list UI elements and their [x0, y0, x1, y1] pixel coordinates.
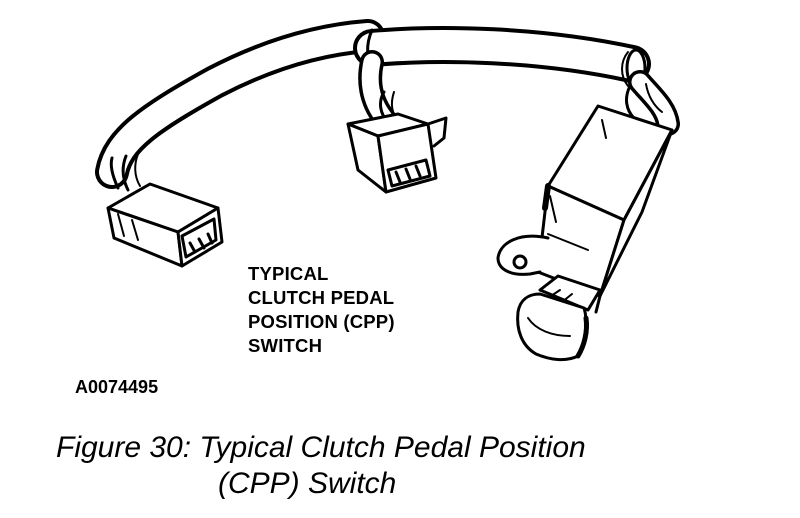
- callout-line-4: SWITCH: [248, 335, 323, 356]
- switch-plunger: [516, 274, 602, 362]
- figure-caption: Figure 30: Typical Clutch Pedal Position…: [56, 430, 586, 502]
- callout-line-3: POSITION (CPP): [248, 311, 395, 332]
- left-connector: [106, 182, 224, 268]
- wire-harness-left: [95, 19, 385, 192]
- clutch-switch-body: [536, 104, 674, 314]
- wire-lead-middle: [358, 50, 399, 130]
- mounting-ear: [496, 234, 550, 276]
- middle-connector: [346, 112, 448, 194]
- wire-harness-sleeve: [353, 26, 651, 88]
- diagram-callout: TYPICAL CLUTCH PEDAL POSITION (CPP) SWIT…: [248, 262, 395, 358]
- caption-line-2: (CPP) Switch: [218, 467, 397, 500]
- cpp-switch-illustration: [95, 19, 680, 362]
- callout-line-2: CLUTCH PEDAL: [248, 287, 395, 308]
- figure-code: A0074495: [75, 377, 159, 397]
- callout-line-1: TYPICAL: [248, 263, 329, 284]
- caption-line-1: Figure 30: Typical Clutch Pedal Position: [56, 431, 586, 464]
